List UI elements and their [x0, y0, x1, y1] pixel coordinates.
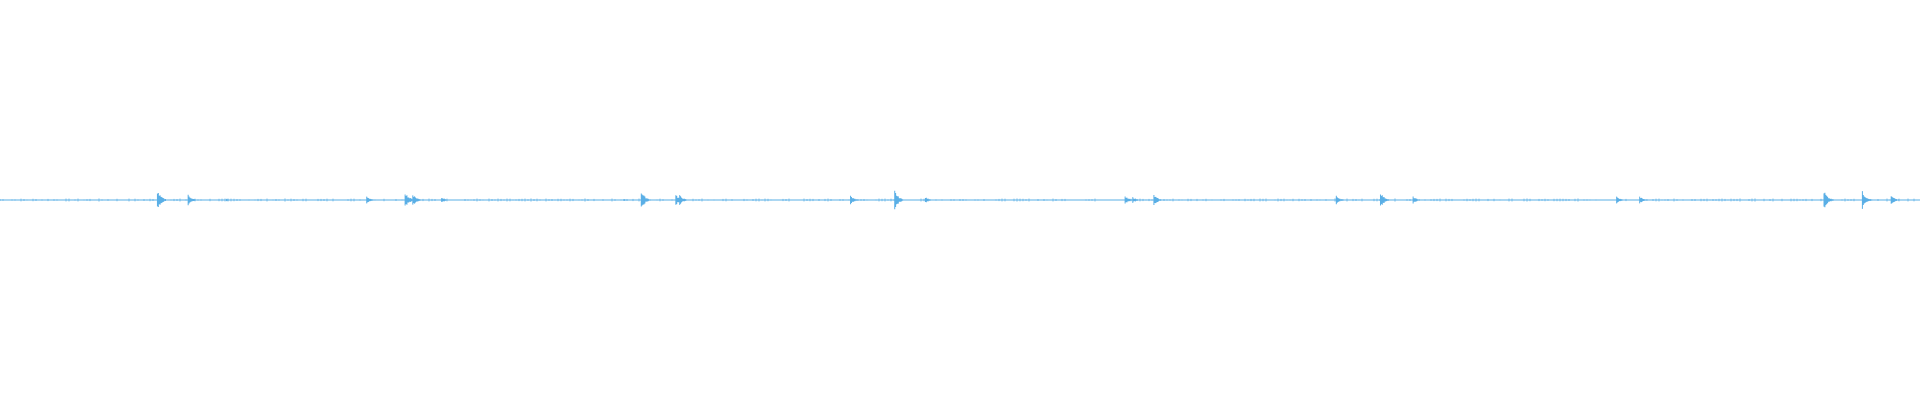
waveform-peak [679, 195, 692, 205]
waveform-peak [1861, 191, 1875, 209]
waveform-peak [412, 195, 425, 205]
waveform-peak [640, 193, 654, 207]
waveform-peak [441, 198, 454, 202]
waveform-peak [623, 198, 637, 202]
waveform-peak [1412, 196, 1426, 204]
waveform-peak [1890, 196, 1904, 204]
waveform-peak [226, 198, 239, 202]
waveform-peak [1132, 197, 1145, 203]
waveform-peak [187, 194, 201, 206]
waveform-peak [1823, 192, 1837, 208]
waveform-peak [366, 196, 379, 204]
waveform-peak [1379, 194, 1393, 206]
waveform-peak [1639, 196, 1652, 204]
waveform-peak [1616, 196, 1629, 204]
waveform-peak [850, 195, 863, 205]
waveform-peak [1153, 195, 1167, 205]
waveform-peak [156, 193, 170, 207]
waveform-peak [1335, 195, 1349, 205]
waveform-peak [0, 199, 13, 201]
waveform-peak [894, 190, 907, 210]
waveform-peak [924, 197, 938, 203]
